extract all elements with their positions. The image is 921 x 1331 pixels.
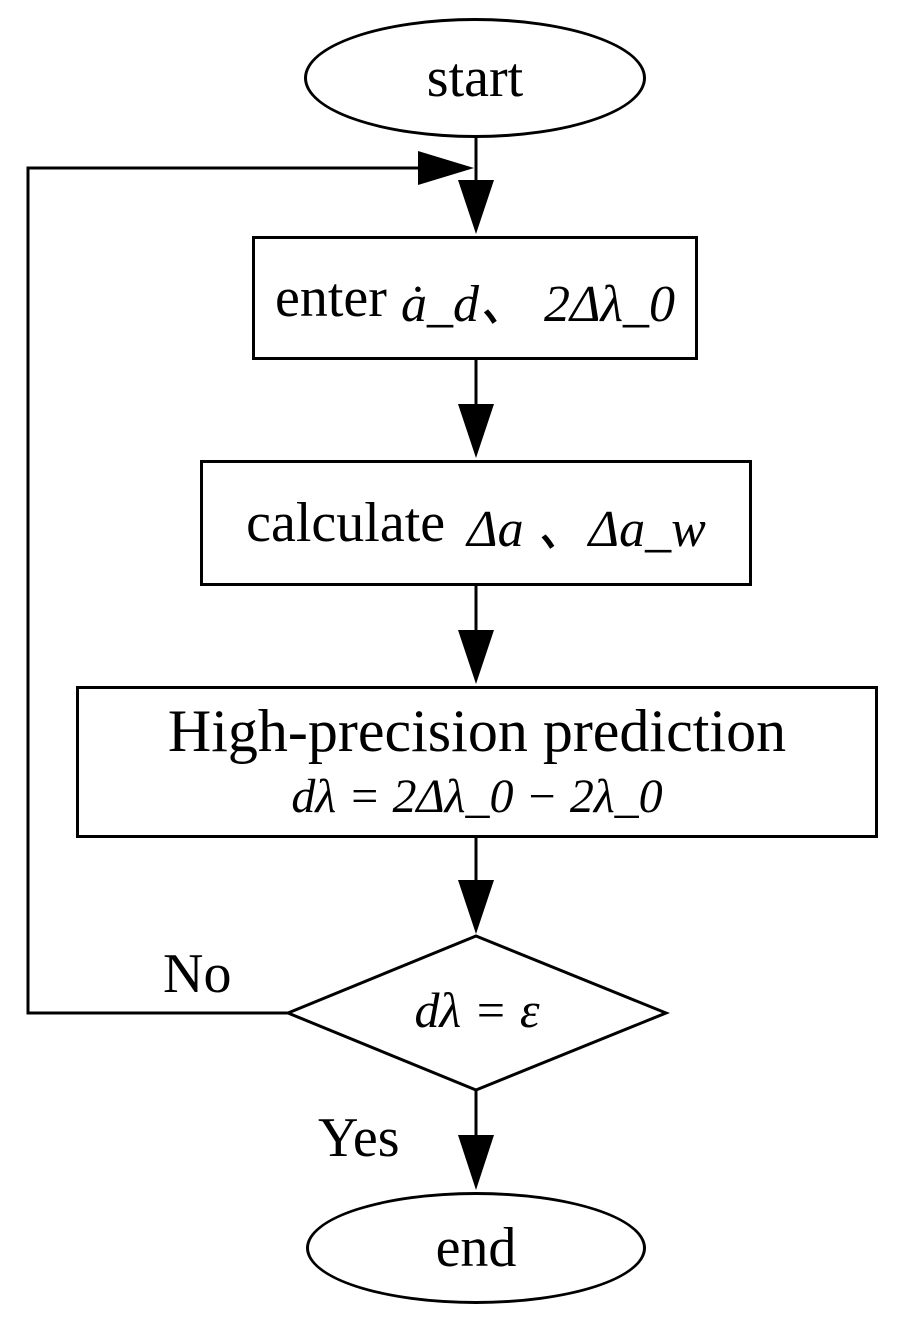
enter-step-box: enter ȧ_d、 2Δλ_0 (252, 236, 698, 360)
prediction-step-formula: dλ = 2Δλ_0 − 2λ_0 (291, 769, 663, 823)
arrowhead-to-calculate (458, 404, 494, 458)
end-label: end (435, 1217, 517, 1279)
calculate-step-box: calculate Δa 、Δa_w (200, 460, 752, 586)
arrowhead-to-enter (458, 180, 494, 234)
start-terminal: start (304, 18, 646, 138)
prediction-step-title: High-precision prediction (167, 697, 787, 764)
prediction-step-box: High-precision prediction dλ = 2Δλ_0 − 2… (76, 686, 878, 838)
enter-step-expression: ȧ_d、 2Δλ_0 (400, 275, 675, 333)
yes-label: Yes (318, 1107, 400, 1169)
end-terminal: end (306, 1192, 646, 1304)
arrowhead-loop-return (418, 151, 474, 185)
calculate-step-word: calculate (246, 492, 446, 554)
no-label: No (163, 943, 232, 1005)
calculate-step-expression: Δa 、Δa_w (467, 500, 706, 558)
arrowhead-to-decision (458, 880, 494, 934)
connector-no-loop (26, 166, 428, 1015)
enter-step-word: enter (275, 267, 387, 329)
decision-diamond (284, 934, 670, 1092)
arrowhead-to-end (458, 1135, 494, 1190)
start-label: start (426, 47, 524, 109)
decision-condition: dλ = ε (414, 982, 540, 1038)
arrowhead-to-prediction (458, 630, 494, 684)
